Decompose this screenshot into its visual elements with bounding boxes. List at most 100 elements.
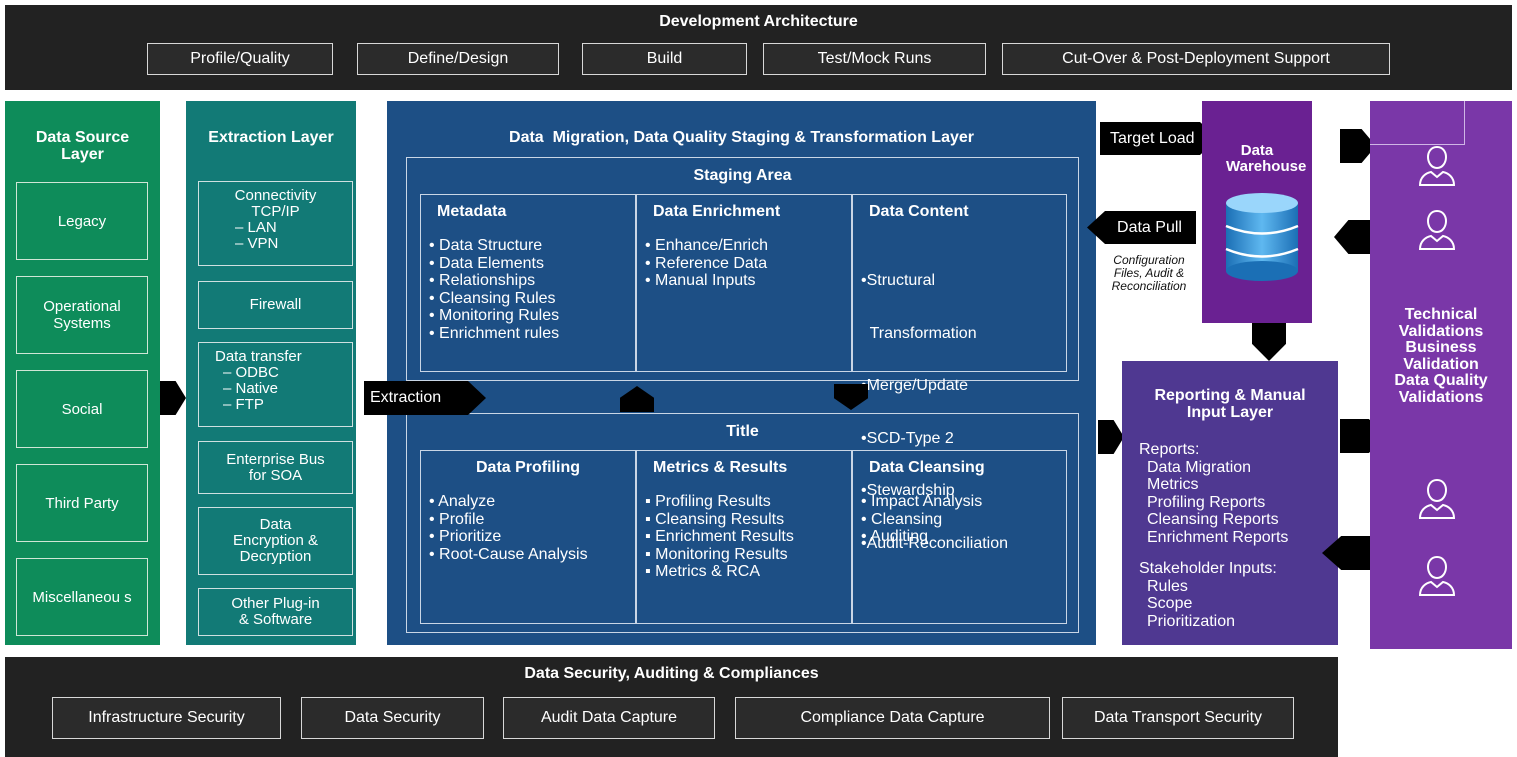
validation-divider <box>1370 101 1465 145</box>
data-pull-arrow: Data Pull <box>1087 211 1196 244</box>
stakeholder-item[interactable]: Rules <box>1147 577 1188 595</box>
arrow-validations-to-warehouse <box>1334 220 1370 254</box>
extraction-other-plugin[interactable]: Other Plug-in & Software <box>198 588 353 636</box>
arrow-transform-to-reporting <box>1098 420 1124 454</box>
validation-line: Validations <box>1398 322 1484 340</box>
extraction-enterprise-bus[interactable]: Enterprise Bus for SOA <box>198 441 353 494</box>
validation-line: Data Quality <box>1394 372 1488 389</box>
data-cleansing-list: • Impact Analysis • Cleansing • Auditing <box>861 493 1062 546</box>
stakeholder-item[interactable]: Prioritization <box>1147 612 1236 630</box>
list-item: • Enrichment rules <box>429 324 560 342</box>
extraction-layer-title: Extraction Layer <box>208 129 334 146</box>
list-item: • Data Elements <box>429 254 544 272</box>
data-source-layer-title: Data Source Layer <box>35 129 130 163</box>
title-section-title: Title <box>726 423 759 440</box>
list-item: Transformation <box>861 324 977 342</box>
extraction-connectivity[interactable]: Connectivity TCP/IP – LAN – VPN <box>198 181 353 266</box>
list-item: • Prioritize <box>429 528 502 545</box>
data-warehouse-title: Data Warehouse <box>1226 142 1307 175</box>
phase-define-design[interactable]: Define/Design <box>357 43 559 75</box>
stakeholder-label: Stakeholder Inputs: <box>1139 560 1277 577</box>
metadata-cell: Metadata • Data Structure • Data Element… <box>420 194 636 372</box>
list-item: • Cleansing Rules <box>429 289 556 307</box>
user-icon <box>1418 555 1456 596</box>
data-content-heading: Data Content <box>869 203 969 220</box>
staging-area-title: Staging Area <box>693 167 792 184</box>
list-item: ▪ Enrichment Results <box>645 528 794 545</box>
security-title: Data Security, Auditing & Compliances <box>524 665 819 682</box>
metrics-results-cell: Metrics & Results ▪ Profiling Results ▪ … <box>636 450 852 624</box>
transformation-layer-title: Data Migration, Data Quality Staging & T… <box>509 129 974 146</box>
data-profiling-cell: Data Profiling • Analyze • Profile • Pri… <box>420 450 636 624</box>
list-item: • Relationships <box>429 272 536 289</box>
reports-block: Reports: Data Migration Metrics Profilin… <box>1139 441 1288 630</box>
phase-cutover-support[interactable]: Cut-Over & Post-Deployment Support <box>1002 43 1390 75</box>
report-item[interactable]: Enrichment Reports <box>1147 528 1289 546</box>
source-miscellaneous[interactable]: Miscellaneou s <box>16 558 148 636</box>
connectivity-lan: – LAN <box>235 219 277 236</box>
security-audit-capture[interactable]: Audit Data Capture <box>503 697 715 739</box>
data-enrichment-cell: Data Enrichment • Enhance/Enrich • Refer… <box>636 194 852 372</box>
metrics-results-heading: Metrics & Results <box>653 459 788 476</box>
list-item: • Analyze <box>429 493 496 510</box>
metrics-results-list: ▪ Profiling Results ▪ Cleansing Results … <box>645 493 847 581</box>
data-cleansing-cell: Data Cleansing • Impact Analysis • Clean… <box>852 450 1067 624</box>
data-transfer-native: – Native <box>223 380 279 397</box>
stakeholder-item[interactable]: Scope <box>1147 595 1193 612</box>
source-legacy[interactable]: Legacy <box>16 182 148 260</box>
list-item: ▪ Cleansing Results <box>645 510 785 528</box>
reporting-layer: Reporting & Manual Input Layer Reports: … <box>1122 361 1338 645</box>
list-item: •Merge/Update <box>861 377 968 394</box>
extraction-arrow: Extraction <box>364 381 486 415</box>
arrow-up-to-staging <box>620 386 654 412</box>
transformation-layer: Data Migration, Data Quality Staging & T… <box>387 101 1096 645</box>
data-transfer-ftp: – FTP <box>223 396 264 413</box>
security-compliance-capture[interactable]: Compliance Data Capture <box>735 697 1050 739</box>
list-item: ▪ Monitoring Results <box>645 545 788 563</box>
metadata-list: • Data Structure • Data Elements • Relat… <box>429 237 631 342</box>
arrow-warehouse-to-reporting <box>1252 323 1286 361</box>
list-item: •Structural <box>861 272 936 289</box>
security-data[interactable]: Data Security <box>301 697 484 739</box>
reporting-layer-title: Reporting & Manual Input Layer <box>1154 387 1306 421</box>
extraction-layer: Extraction Layer Connectivity TCP/IP – L… <box>186 101 356 645</box>
phase-profile-quality[interactable]: Profile/Quality <box>147 43 333 75</box>
source-social[interactable]: Social <box>16 370 148 448</box>
source-operational-systems[interactable]: Operational Systems <box>16 276 148 354</box>
security-band: Data Security, Auditing & Compliances In… <box>5 657 1338 757</box>
security-transport[interactable]: Data Transport Security <box>1062 697 1294 739</box>
extraction-firewall[interactable]: Firewall <box>198 281 353 329</box>
validation-line: Technical <box>1404 306 1478 323</box>
target-load-arrow: Target Load <box>1100 122 1218 155</box>
data-profiling-heading: Data Profiling <box>475 459 580 476</box>
data-cleansing-heading: Data Cleansing <box>869 459 985 476</box>
list-item: •Stewardship <box>861 482 955 499</box>
data-enrichment-heading: Data Enrichment <box>653 203 781 220</box>
list-item: •SCD-Type 2 <box>861 429 954 447</box>
development-architecture-band: Development Architecture Profile/Quality… <box>5 5 1512 90</box>
data-warehouse: Data Warehouse <box>1202 101 1312 323</box>
data-transfer-label: Data transfer <box>215 348 302 365</box>
validation-line: Validation <box>1403 355 1479 373</box>
extraction-data-transfer[interactable]: Data transfer – ODBC – Native – FTP <box>198 342 353 427</box>
list-item: • Reference Data <box>645 254 768 272</box>
extraction-encryption[interactable]: Data Encryption & Decryption <box>198 507 353 575</box>
phase-build[interactable]: Build <box>582 43 747 75</box>
validations-column: Technical Validations Business Validatio… <box>1370 101 1512 649</box>
phase-test-mock-runs[interactable]: Test/Mock Runs <box>763 43 986 75</box>
connectivity-vpn: – VPN <box>235 235 279 252</box>
report-item[interactable]: Metrics <box>1147 476 1199 493</box>
security-infrastructure[interactable]: Infrastructure Security <box>52 697 281 739</box>
validations-text: Technical Validations Business Validatio… <box>1370 306 1512 406</box>
report-item[interactable]: Data Migration <box>1147 458 1252 476</box>
user-icon <box>1418 209 1456 250</box>
report-item[interactable]: Profiling Reports <box>1147 493 1266 511</box>
report-item[interactable]: Cleansing Reports <box>1147 511 1279 528</box>
list-item: • Profile <box>429 510 485 528</box>
arrow-source-to-extraction <box>160 381 186 415</box>
data-content-cell: Data Content •Structural Transformation … <box>852 194 1067 552</box>
list-item: ▪ Metrics & RCA <box>645 563 761 580</box>
validation-line: Validations <box>1398 388 1484 406</box>
source-third-party[interactable]: Third Party <box>16 464 148 542</box>
list-item: • Manual Inputs <box>645 272 756 289</box>
